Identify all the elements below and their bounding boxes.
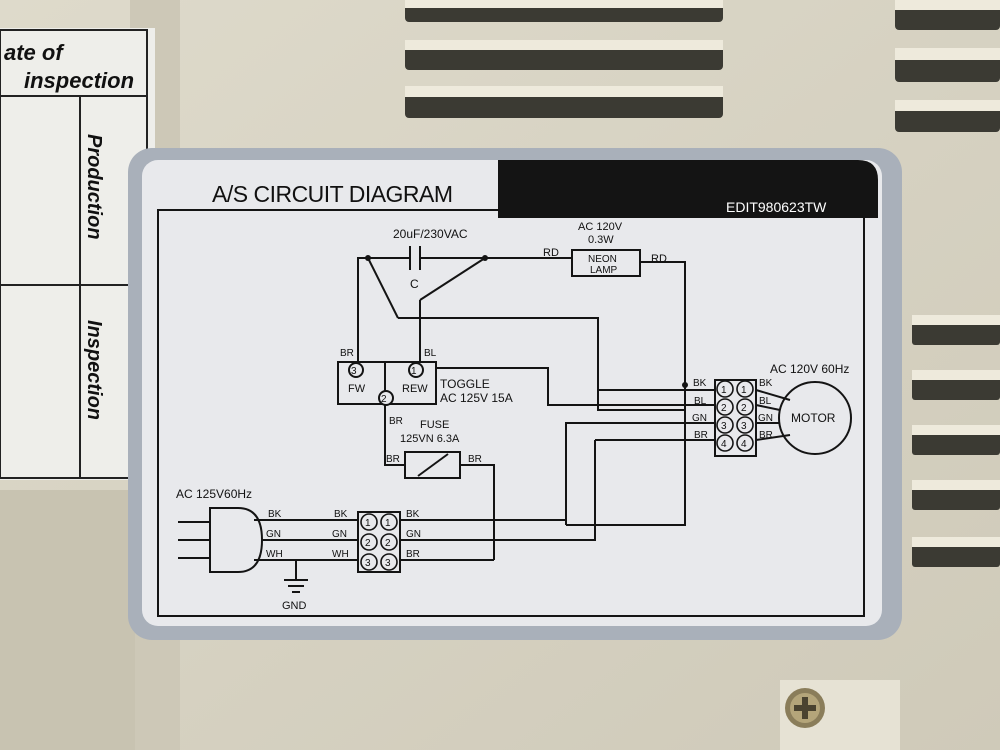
neon-rating-2: 0.3W [588, 234, 614, 246]
top-vents [405, 0, 1000, 132]
toggle-wire-bl: BL [424, 348, 437, 359]
supply-conn-in-gn: GN [332, 529, 347, 540]
supply-conn-out-bk: BK [406, 509, 420, 520]
supply-conn-3b: 3 [385, 558, 391, 569]
neon-rating-1: AC 120V [578, 221, 623, 233]
housing-lower-left [0, 490, 135, 750]
wire-rd-left: RD [543, 247, 559, 259]
sticker-row-inspection: Inspection [83, 320, 105, 420]
motor-in-br: BR [694, 430, 708, 441]
motor-conn-3a: 3 [721, 421, 727, 432]
label-header-band [498, 160, 878, 218]
motor-in-bk: BK [693, 378, 707, 389]
motor-out-bl: BL [759, 396, 772, 407]
capacitor-rating: 20uF/230VAC [393, 227, 468, 241]
supply-conn-in-bk: BK [334, 509, 348, 520]
ground-label: GND [282, 600, 307, 612]
supply-conn-1b: 1 [385, 518, 391, 529]
circuit-text: 20uF/230VAC C AC 120V 0.3W NEON LAMP RD … [176, 221, 849, 612]
neon-name-1: NEON [588, 254, 617, 265]
supply-conn-3a: 3 [365, 558, 371, 569]
supply-rating: AC 125V60Hz [176, 487, 252, 501]
motor-conn-4b: 4 [741, 439, 747, 450]
supply-conn-in-wh: WH [332, 549, 349, 560]
motor-in-bl: BL [694, 396, 707, 407]
neon-lamp [571, 249, 641, 277]
capacitor-letter: C [410, 277, 419, 291]
supply-connector [357, 511, 401, 573]
motor-conn-4a: 4 [721, 439, 727, 450]
motor-conn-3b: 3 [741, 421, 747, 432]
motor-conn-1b: 1 [741, 385, 747, 396]
fuse-wire-br-right: BR [468, 454, 482, 465]
wiring [178, 246, 852, 593]
toggle-terminal-1: 1 [411, 366, 417, 377]
sticker-heading-line1: ate of [4, 40, 65, 65]
sticker-heading-line2: inspection [24, 68, 134, 93]
supply-plug-bk: BK [268, 509, 282, 520]
diagram-title: A/S CIRCUIT DIAGRAM [212, 181, 453, 207]
right-vents [912, 315, 1000, 567]
motor-conn-2b: 2 [741, 403, 747, 414]
supply-plug-wh: WH [266, 549, 283, 560]
sticker-row-production: Production [83, 134, 105, 240]
motor-in-gn: GN [692, 413, 707, 424]
fuse-wire-br-left: BR [386, 454, 400, 465]
motor-connector [714, 379, 757, 457]
motor-conn-2a: 2 [721, 403, 727, 414]
toggle-terminal-2: 2 [381, 394, 387, 405]
supply-conn-2b: 2 [385, 538, 391, 549]
motor-name: MOTOR [791, 411, 836, 425]
toggle-terminal-3: 3 [351, 366, 357, 377]
motor-conn-1a: 1 [721, 385, 727, 396]
fuse-wire-br-top: BR [389, 416, 403, 427]
supply-conn-2a: 2 [365, 538, 371, 549]
label-frame [157, 209, 865, 617]
fuse-name: FUSE [420, 419, 449, 431]
supply-conn-out-br: BR [406, 549, 420, 560]
motor-out-bk: BK [759, 378, 773, 389]
neon-name-2: LAMP [590, 265, 618, 276]
toggle-rew: REW [402, 383, 428, 395]
supply-plug-gn: GN [266, 529, 281, 540]
supply-conn-1a: 1 [365, 518, 371, 529]
toggle-rating: AC 125V 15A [440, 391, 513, 405]
wire-rd-right: RD [651, 253, 667, 265]
screw [780, 680, 900, 750]
label-code: EDIT980623TW [726, 199, 827, 215]
supply-conn-out-gn: GN [406, 529, 421, 540]
motor-rating: AC 120V 60Hz [770, 362, 849, 376]
circuit-label: A/S CIRCUIT DIAGRAM EDIT980623TW [128, 148, 902, 640]
toggle-terminals [348, 362, 424, 406]
toggle-name: TOGGLE [440, 377, 490, 391]
fuse-rating: 125VN 6.3A [400, 433, 460, 445]
toggle-wire-br: BR [340, 348, 354, 359]
motor-out-gn: GN [758, 413, 773, 424]
toggle-fw: FW [348, 383, 366, 395]
motor-out-br: BR [759, 430, 773, 441]
junction-dots [365, 255, 688, 388]
